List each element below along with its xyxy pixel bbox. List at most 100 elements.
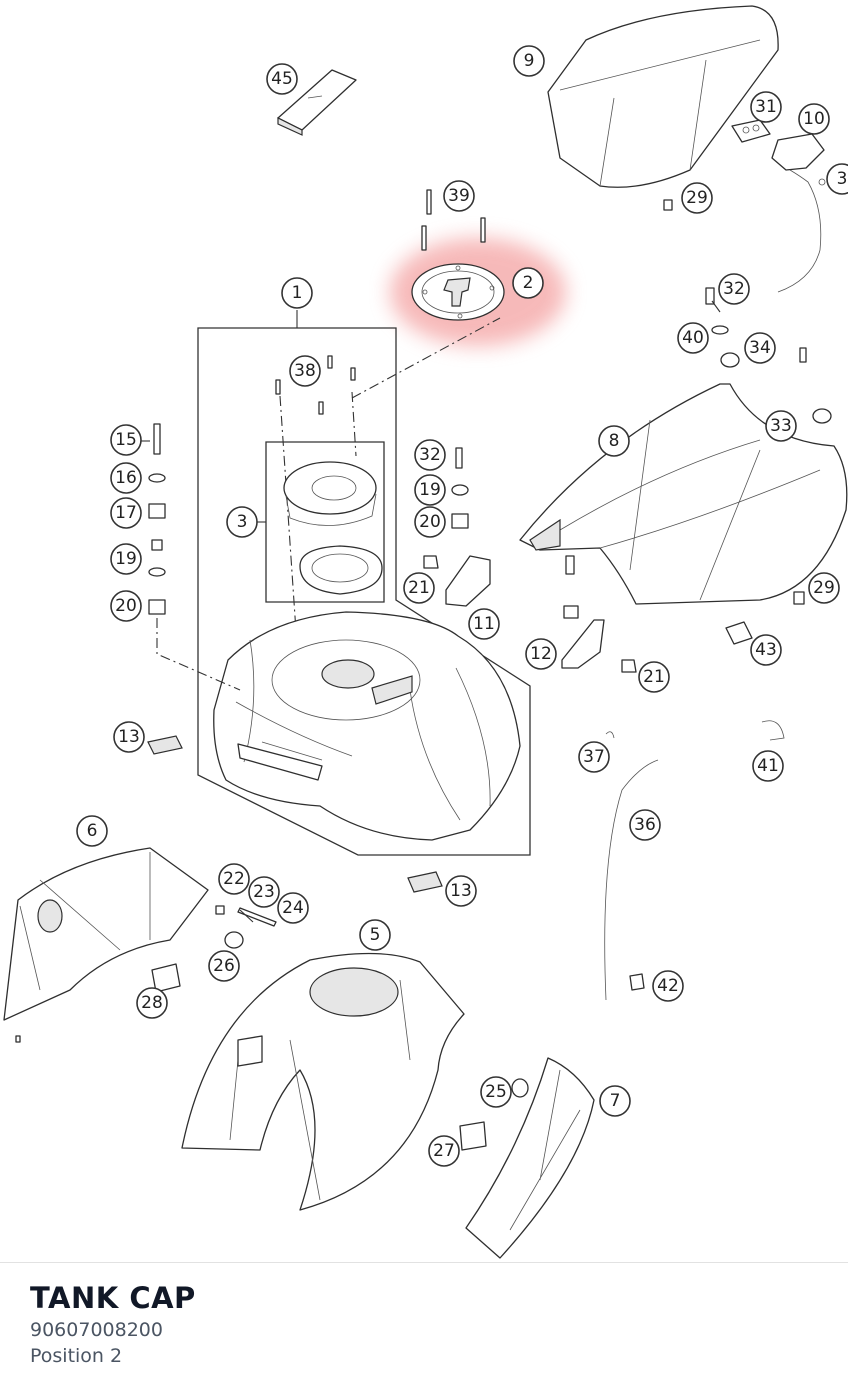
callout-7[interactable]: 7 [599, 1085, 631, 1117]
part-5-tank-cover[interactable] [181, 952, 465, 1211]
callout-39[interactable]: 39 [443, 180, 475, 212]
callout-32[interactable]: 32 [718, 273, 750, 305]
part-42-clip[interactable] [629, 973, 645, 991]
part-3-fuel-pump-flange[interactable] [283, 461, 383, 595]
part-32-bolt-mid[interactable] [455, 447, 463, 469]
callout-15[interactable]: 15 [110, 424, 142, 456]
callout-17[interactable]: 17 [110, 497, 142, 529]
callout-6[interactable]: 6 [76, 815, 108, 847]
part-33-grommet[interactable] [799, 347, 832, 424]
part-6-side-panel[interactable] [3, 847, 209, 1043]
callout-13[interactable]: 13 [113, 721, 145, 753]
callout-29[interactable]: 29 [681, 182, 713, 214]
callout-13-lower[interactable]: 13 [445, 875, 477, 907]
callout-20[interactable]: 20 [110, 590, 142, 622]
callout-33[interactable]: 33 [765, 410, 797, 442]
callout-42[interactable]: 42 [652, 970, 684, 1002]
svg-text:21: 21 [408, 578, 430, 598]
callout-2[interactable]: 2 [512, 267, 544, 299]
callout-43[interactable]: 43 [750, 634, 782, 666]
part-21-clip[interactable] [423, 555, 439, 569]
callout-5[interactable]: 5 [359, 919, 391, 951]
callout-29-right[interactable]: 29 [808, 572, 840, 604]
callout-32-mid[interactable]: 32 [414, 439, 446, 471]
callout-34[interactable]: 34 [744, 332, 776, 364]
callout-19[interactable]: 19 [110, 543, 142, 575]
part-8-front-seat[interactable] [519, 383, 848, 605]
callout-45[interactable]: 45 [266, 63, 298, 95]
part-2-tank-cap[interactable] [411, 263, 505, 321]
callout-21[interactable]: 21 [403, 572, 435, 604]
part-31-switch[interactable] [731, 119, 771, 143]
part-36-hose[interactable] [604, 759, 659, 1001]
callout-28[interactable]: 28 [136, 987, 168, 1019]
part-1-assembly-frame [197, 327, 531, 856]
callout-19-mid[interactable]: 19 [414, 474, 446, 506]
part-22-24-hardware[interactable] [215, 905, 277, 927]
part-20-rubber-mid[interactable] [451, 513, 469, 529]
part-34-grommet[interactable] [720, 352, 740, 368]
part-number: 90607008200 [30, 1319, 163, 1341]
callout-26[interactable]: 26 [208, 950, 240, 982]
part-39-screws[interactable] [421, 189, 486, 251]
part-1-fuel-tank[interactable] [213, 611, 521, 841]
part-19-spacer[interactable] [148, 539, 166, 577]
part-20-rubber[interactable] [148, 599, 166, 615]
svg-text:32: 32 [419, 445, 441, 465]
callout-11[interactable]: 11 [468, 608, 500, 640]
part-16-washer[interactable] [148, 473, 166, 483]
callout-16[interactable]: 16 [110, 462, 142, 494]
callout-3[interactable]: 3 [226, 506, 258, 538]
svg-text:3: 3 [237, 512, 248, 532]
callout-12[interactable]: 12 [525, 638, 557, 670]
callout-8[interactable]: 8 [598, 425, 630, 457]
part-7-side-panel[interactable] [465, 1057, 595, 1259]
part-13-rubber-pad[interactable] [147, 735, 443, 893]
part-45-tool-pouch[interactable] [277, 69, 357, 136]
callout-9[interactable]: 9 [513, 45, 545, 77]
part-position: Position 2 [30, 1345, 123, 1367]
part-21-clip-right[interactable] [621, 659, 637, 673]
part-28-bushing[interactable] [151, 963, 181, 993]
part-12-bracket[interactable] [561, 555, 605, 669]
callout-25[interactable]: 25 [480, 1076, 512, 1108]
part-15-bolt[interactable] [153, 423, 161, 455]
callout-10[interactable]: 10 [798, 103, 830, 135]
part-19-spacer-mid[interactable] [451, 484, 469, 496]
callout-22[interactable]: 22 [218, 863, 250, 895]
svg-text:13: 13 [450, 881, 472, 901]
callout-27[interactable]: 27 [428, 1135, 460, 1167]
part-40-washer[interactable] [711, 325, 729, 335]
part-41-clip[interactable] [761, 720, 785, 741]
callout-36[interactable]: 36 [629, 809, 661, 841]
svg-text:9: 9 [524, 51, 535, 71]
svg-text:1: 1 [292, 283, 303, 303]
part-43-clip[interactable] [725, 621, 753, 645]
callout-31[interactable]: 31 [750, 91, 782, 123]
part-29-bolt[interactable] [663, 199, 805, 605]
part-25-grommet[interactable] [511, 1078, 529, 1098]
part-11-bracket[interactable] [445, 555, 491, 607]
svg-text:37: 37 [583, 747, 605, 767]
svg-text:40: 40 [682, 328, 704, 348]
callout-41[interactable]: 41 [752, 750, 784, 782]
svg-text:5: 5 [370, 925, 381, 945]
callout-40[interactable]: 40 [677, 322, 709, 354]
part-38-screws[interactable] [275, 355, 356, 415]
part-10-seat-lock[interactable] [771, 133, 826, 293]
callout-23[interactable]: 23 [248, 876, 280, 908]
callout-24[interactable]: 24 [277, 892, 309, 924]
part-27-bushing[interactable] [459, 1121, 487, 1151]
callout-1[interactable]: 1 [281, 277, 313, 309]
callout-38[interactable]: 38 [289, 355, 321, 387]
callout-21-right[interactable]: 21 [638, 661, 670, 693]
callout-20-mid[interactable]: 20 [414, 506, 446, 538]
part-17-bushing[interactable] [148, 503, 166, 519]
callout-3-edge[interactable]: 3 [826, 163, 848, 195]
callout-37[interactable]: 37 [578, 741, 610, 773]
svg-text:39: 39 [448, 186, 470, 206]
part-37-clamp[interactable] [605, 731, 615, 739]
part-9-rear-seat[interactable] [547, 5, 779, 188]
svg-text:41: 41 [757, 756, 779, 776]
part-26-grommet[interactable] [224, 931, 244, 949]
